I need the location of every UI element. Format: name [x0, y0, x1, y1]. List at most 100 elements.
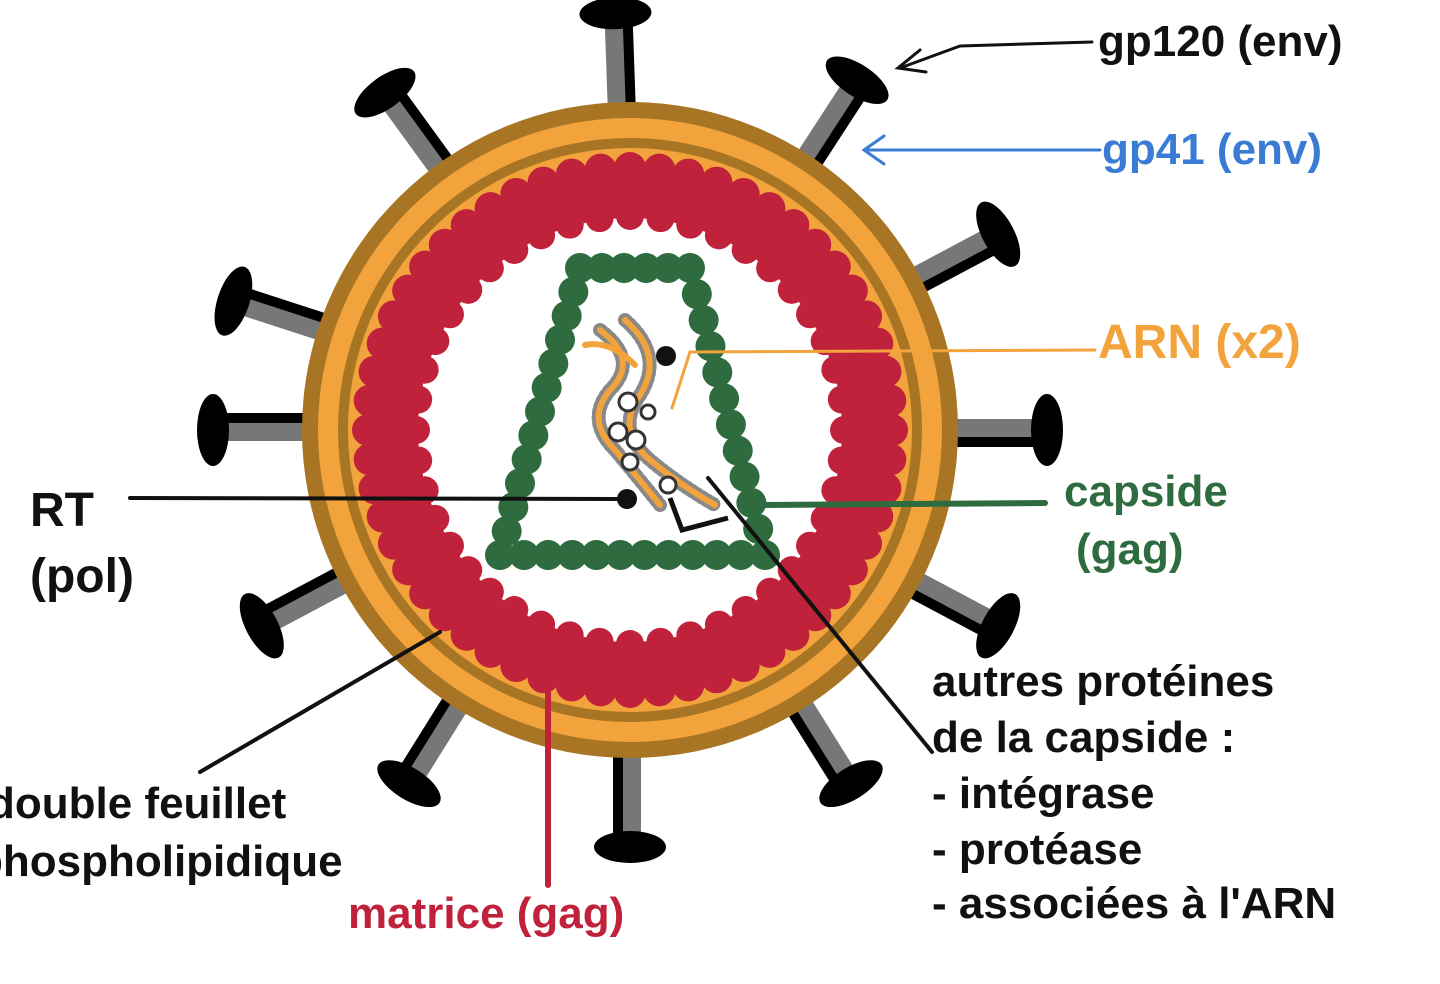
gp120-head [579, 0, 652, 30]
gp120-head [594, 831, 666, 863]
matrix-bead [555, 621, 584, 650]
gp120-head [819, 760, 883, 808]
gp120-head [197, 394, 229, 466]
matrix-bead [353, 384, 386, 417]
leader-lines [128, 40, 1102, 888]
rna-strands [582, 313, 722, 512]
capsid-bead [545, 324, 575, 355]
matrix-bead [500, 177, 533, 210]
gp120-shadow [915, 246, 996, 295]
others-label-line3: - intégrase [932, 769, 1155, 818]
matrix-bead [818, 577, 851, 610]
matrix-bead [672, 158, 705, 191]
rt-enzyme-dot [656, 346, 676, 366]
gp120-label: gp120 (env) [1098, 17, 1343, 66]
matrix-bead [643, 153, 676, 186]
gp120-shadow [246, 288, 331, 325]
capsid-bead [653, 540, 684, 570]
matrix-bead [869, 355, 902, 388]
matrix-bead [810, 327, 839, 356]
matrix-bead [500, 596, 529, 625]
matrix-bead [404, 446, 433, 475]
envelope-spikes [197, 0, 1063, 863]
capsid-bead [485, 540, 515, 570]
matrix-bead [643, 674, 676, 707]
matrix-bead [454, 275, 483, 304]
gp120-head [214, 266, 253, 336]
capsid-bead [695, 331, 726, 362]
matrix-bead [704, 221, 733, 250]
capsid-bead [605, 540, 636, 570]
gp120-shadow [904, 586, 985, 636]
gp120-shadow [622, 24, 636, 110]
matrix-bead [756, 577, 785, 606]
matrix-bead [475, 577, 504, 606]
matrix-bead [727, 177, 760, 210]
matrix-bead [704, 610, 733, 639]
rt-label-line1: RT [30, 484, 94, 537]
gp120-head [825, 56, 889, 105]
matrix-bead [821, 355, 850, 384]
others-label-line4: - protéase [932, 825, 1142, 874]
arn-leader [670, 348, 1097, 410]
matrix-bead [352, 414, 384, 446]
bilayer-label-line2: phospholipidique [0, 837, 343, 886]
rna-associated-proteins [607, 391, 678, 495]
rt-leader [128, 496, 620, 501]
matrix-bead [474, 635, 507, 668]
matrix-bead [850, 527, 883, 560]
capsid-bead [743, 513, 774, 544]
gp120-head [976, 593, 1021, 659]
matrix-bead [827, 446, 856, 475]
capsid-protein-bracket [667, 497, 729, 533]
matrix-bead [377, 527, 410, 560]
gp120-head [976, 201, 1021, 267]
matrix-bead [402, 416, 430, 444]
matrix-bead [777, 618, 810, 651]
matrix-bead [435, 300, 464, 329]
matrix-bead [821, 476, 850, 505]
capsid-bead [509, 540, 540, 570]
capsid-bead [701, 540, 732, 570]
capsid-bead [681, 279, 712, 310]
matrix-bead [527, 610, 556, 639]
matrix-bead [421, 504, 450, 533]
gp120-arrowhead [894, 48, 928, 74]
matrix-bead [435, 531, 464, 560]
rt-enzyme-dot [617, 489, 637, 509]
matrix-bead [777, 209, 810, 242]
matrix-bead [527, 661, 560, 694]
matrix-bead [500, 235, 529, 264]
bilayer-leader [198, 630, 442, 774]
gp41-label: gp41 (env) [1102, 125, 1322, 174]
capsid-bead [750, 540, 780, 570]
matrix-beads [352, 152, 908, 708]
rt-label-line2: (pol) [30, 550, 134, 603]
matrix-bead [672, 669, 705, 702]
matrix-bead [850, 300, 883, 333]
capsid-bead [653, 253, 683, 283]
capsid-bead [533, 540, 564, 570]
capsid-bead [702, 357, 733, 388]
matrix-bead [584, 674, 617, 707]
others-leader [706, 476, 934, 754]
matrix-bead [450, 209, 483, 242]
gp120-head [1031, 394, 1063, 466]
matrix-bead [585, 204, 614, 233]
capsid-bead [518, 420, 549, 451]
matrice-label: matrice (gag) [348, 889, 624, 938]
gp120-shadow [785, 705, 839, 783]
capside-label-line2: (gag) [1076, 525, 1184, 574]
capsid-bead [729, 461, 760, 492]
gp120-leader [898, 40, 1094, 70]
matrix-bead [616, 630, 644, 658]
matrix-bead [454, 556, 483, 585]
matrix-bead [799, 599, 832, 632]
matrix-bead [392, 553, 425, 586]
matrix-bead [527, 221, 556, 250]
matrix-bead [358, 472, 391, 505]
capsid-bead [722, 435, 753, 466]
matrix-bead [676, 621, 705, 650]
matrix-bead [392, 274, 425, 307]
matrix-bead [555, 669, 588, 702]
